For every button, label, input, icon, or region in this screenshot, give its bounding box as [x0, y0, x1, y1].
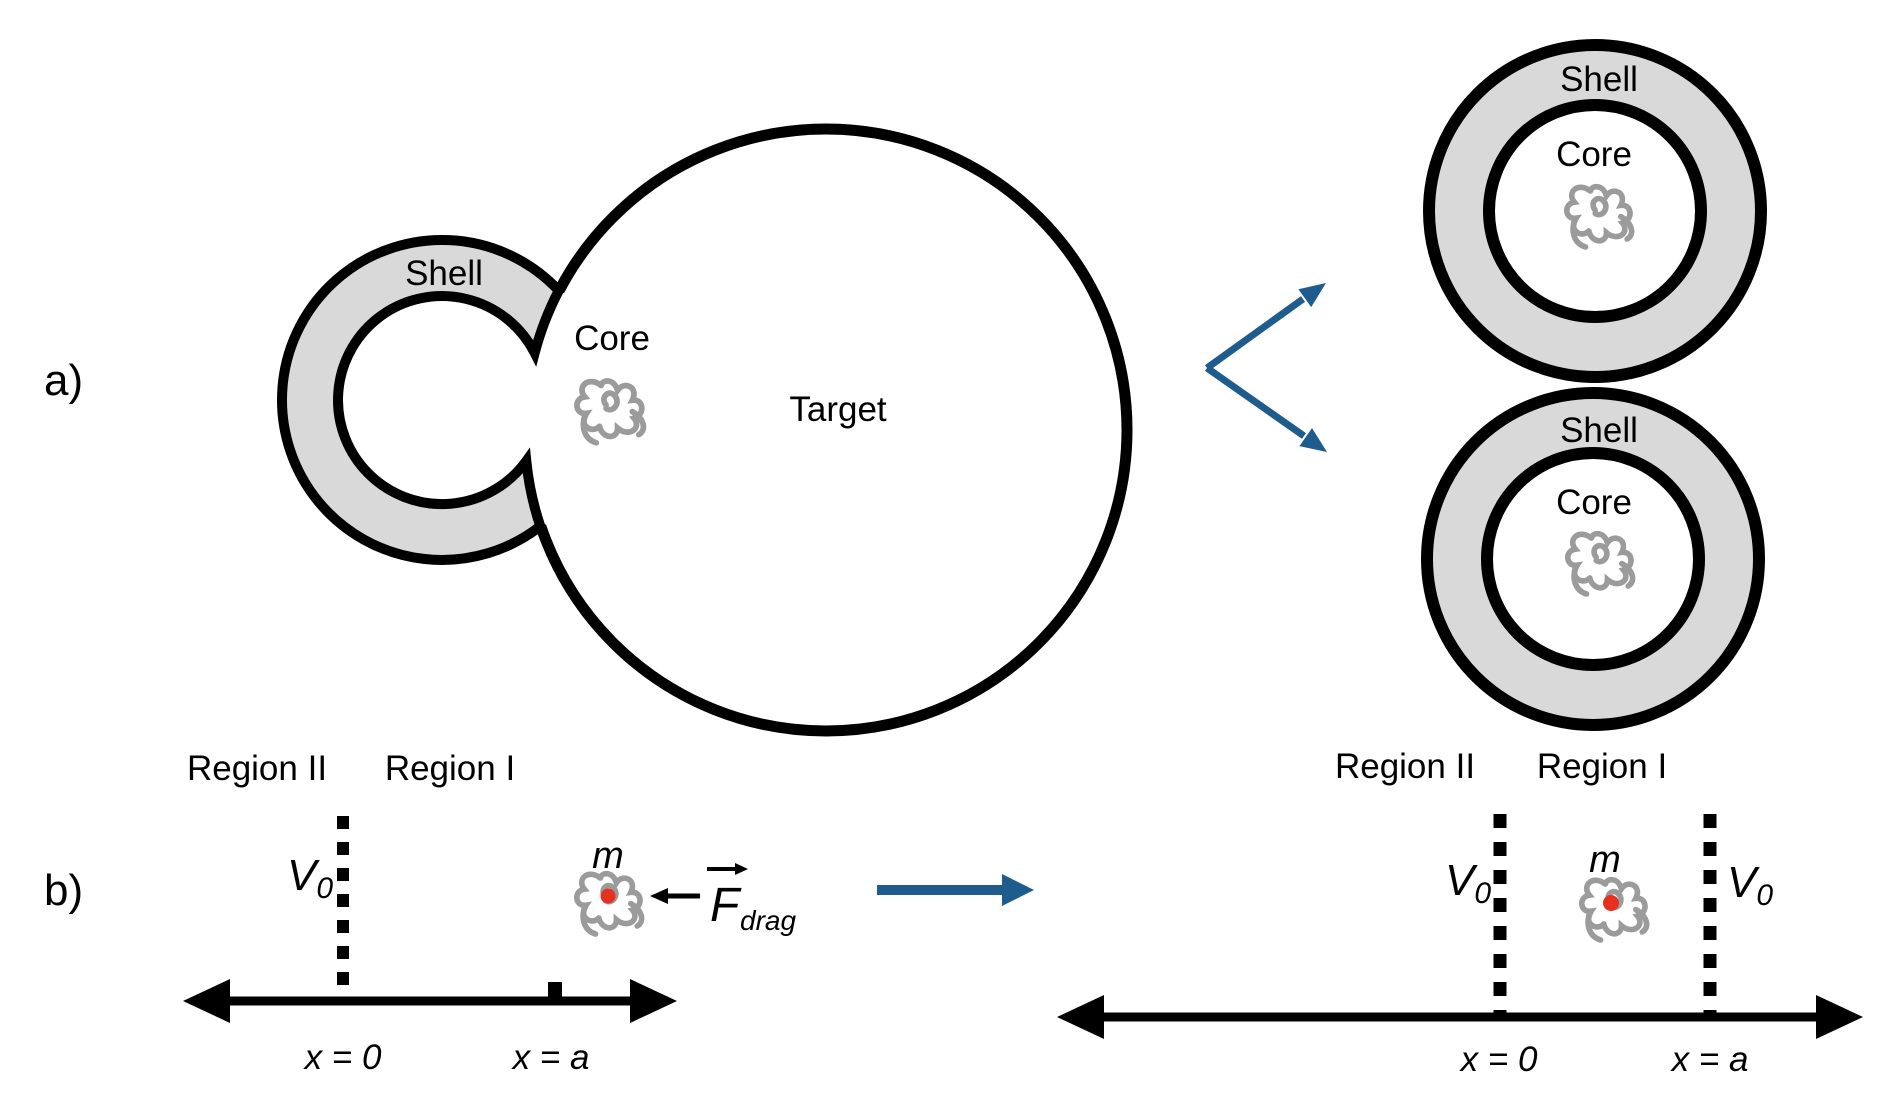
v0-sub: 0 — [1756, 879, 1773, 912]
f-drag-vector-hat-icon — [707, 863, 748, 875]
x0-label: x = 0 — [303, 1038, 382, 1077]
v0-left-label: V0 — [1445, 856, 1491, 910]
transition-arrow-icon — [877, 874, 1034, 906]
f-drag-arrow-icon — [650, 888, 700, 904]
polymer-squiggle-icon — [577, 874, 642, 934]
mass-label: m — [592, 835, 624, 877]
mass-center-dot — [600, 888, 616, 904]
v0-sub: 0 — [1474, 877, 1491, 910]
branch-arrow-down-head-icon — [1299, 428, 1327, 452]
product-bottom-shell-label: Shell — [1560, 411, 1638, 450]
axis-left-arrowhead-icon — [1057, 995, 1104, 1039]
x-axis-before — [183, 979, 677, 1023]
v0-main: V — [287, 851, 320, 900]
target-label: Target — [789, 390, 887, 429]
v0-main: V — [1727, 858, 1760, 907]
axis-left-arrowhead-icon — [183, 979, 230, 1023]
xa-label: x = a — [511, 1038, 590, 1077]
f-drag-sub-label: drag — [740, 905, 796, 936]
branch-arrow-up-shaft — [1204, 296, 1306, 371]
v0-label: V0 — [287, 851, 333, 905]
product-top-core-label: Core — [1556, 135, 1632, 174]
branch-arrow-up-head-icon — [1298, 283, 1326, 308]
cshell-core-label: Core — [574, 319, 650, 358]
region-ii-label: Region II — [187, 749, 327, 788]
region-i-label: Region I — [1537, 747, 1667, 786]
product-bottom-core-label: Core — [1556, 483, 1632, 522]
axis-right-arrowhead-icon — [1816, 995, 1863, 1039]
panel-b-label: b) — [44, 866, 83, 915]
region-ii-label: Region II — [1335, 747, 1475, 786]
potential-diagram-after: Region II Region I V0 V0 m x = 0 x = a — [1057, 747, 1863, 1079]
mass-label: m — [1589, 839, 1621, 881]
v0-sub: 0 — [316, 872, 333, 905]
panel-a-label: a) — [44, 356, 83, 405]
open-core-shell-particle — [277, 235, 565, 565]
product-bottom-core-circle — [1481, 447, 1705, 671]
product-core-shell-bottom: Shell Core — [1421, 387, 1765, 731]
v0-main: V — [1445, 856, 1478, 905]
mass-center-dot — [1603, 895, 1619, 911]
potential-diagram-before: Region II Region I V0 m F drag x = 0 x — [183, 749, 796, 1077]
product-top-shell-label: Shell — [1560, 60, 1638, 99]
axis-right-arrowhead-icon — [630, 979, 677, 1023]
branch-arrows — [1204, 283, 1327, 452]
xa-label: x = a — [1670, 1040, 1749, 1079]
v0-right-label: V0 — [1727, 858, 1773, 912]
x-equals-a-tick — [548, 982, 562, 998]
x-axis-after — [1057, 995, 1863, 1039]
cshell-shell-label: Shell — [405, 254, 483, 293]
branch-arrow-down-shaft — [1204, 365, 1307, 439]
f-drag-label: F — [710, 879, 742, 932]
product-core-shell-top: Shell Core — [1423, 39, 1767, 383]
region-i-label: Region I — [385, 749, 515, 788]
x0-label: x = 0 — [1459, 1040, 1538, 1079]
